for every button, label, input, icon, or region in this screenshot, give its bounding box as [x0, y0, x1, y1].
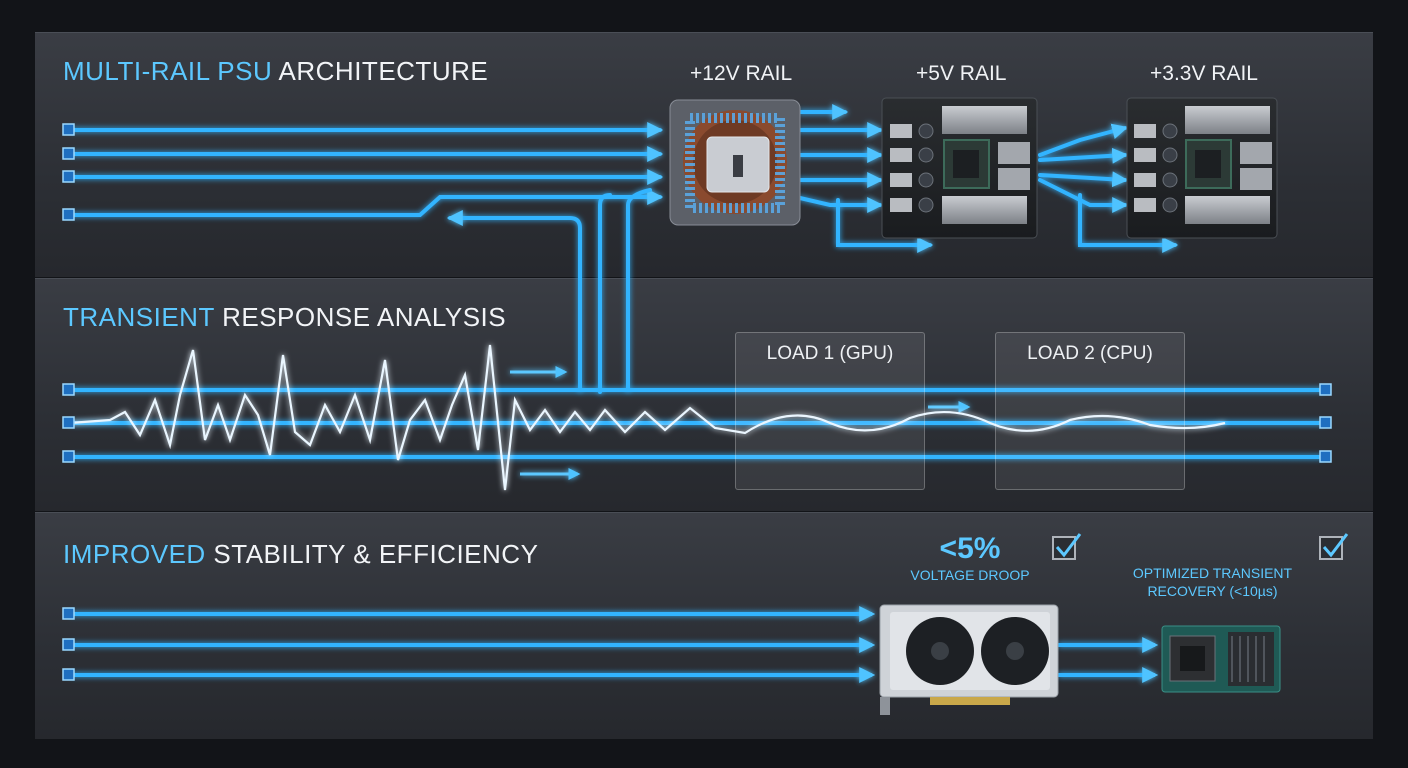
section-title-rest: STABILITY & EFFICIENCY — [205, 539, 539, 569]
gpu-card-icon — [879, 604, 1059, 715]
voltage-droop-value: <5% — [939, 532, 1001, 565]
section-title-rest: RESPONSE ANALYSIS — [214, 302, 507, 332]
transient-panel — [35, 278, 1373, 511]
load-box-gpu: LOAD 1 (GPU) — [735, 332, 925, 490]
vrm-board-3v3-icon — [1126, 97, 1278, 239]
checkbox-checked-icon — [1052, 533, 1082, 560]
vrm-board-5v-icon — [881, 97, 1038, 239]
cpu-module-icon — [1161, 625, 1281, 693]
section-title-architecture: MULTI-RAIL PSU ARCHITECTURE — [63, 56, 488, 87]
section-title-highlight: MULTI-RAIL PSU — [63, 56, 273, 86]
recovery-label-line2: RECOVERY (<10µs) — [1147, 583, 1278, 599]
rail-label-5v: +5V RAIL — [916, 62, 1007, 85]
section-title-stability: IMPROVED STABILITY & EFFICIENCY — [63, 539, 538, 570]
section-title-transient: TRANSIENT RESPONSE ANALYSIS — [63, 302, 506, 333]
rail-label-12v: +12V RAIL — [690, 62, 793, 85]
section-title-highlight: TRANSIENT — [63, 302, 215, 332]
checkbox-checked-icon — [1319, 533, 1349, 560]
voltage-droop-label: VOLTAGE DROOP — [910, 567, 1030, 583]
recovery-label-line1: OPTIMIZED TRANSIENT — [1132, 565, 1293, 581]
section-title-highlight: IMPROVED — [63, 539, 206, 569]
load-label: LOAD 1 (GPU) — [766, 343, 894, 364]
transformer-icon — [669, 99, 801, 226]
transient-waveform — [69, 344, 1226, 491]
load-box-cpu: LOAD 2 (CPU) — [995, 332, 1185, 490]
rail-label-3v3: +3.3V RAIL — [1150, 62, 1258, 85]
section-title-rest: ARCHITECTURE — [272, 56, 489, 86]
rail-nodes — [62, 123, 1332, 681]
load-label: LOAD 2 (CPU) — [1027, 343, 1153, 364]
stability-panel — [35, 512, 1373, 739]
